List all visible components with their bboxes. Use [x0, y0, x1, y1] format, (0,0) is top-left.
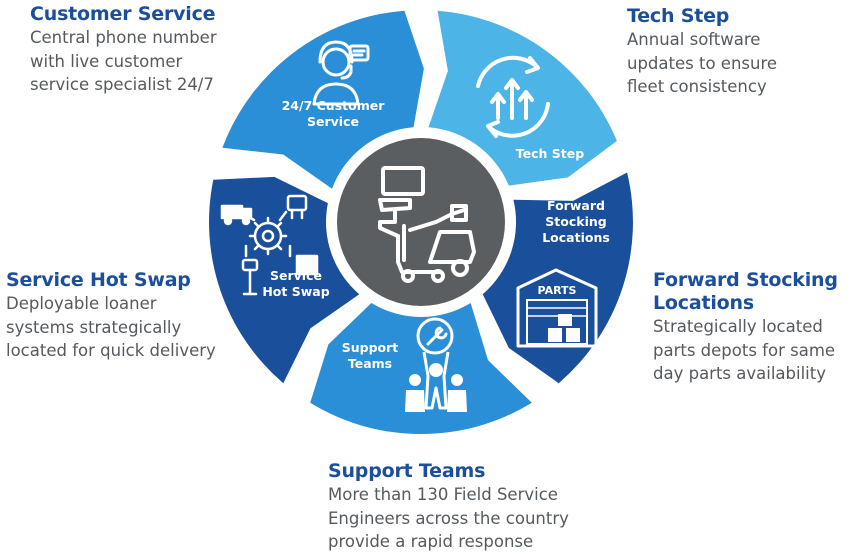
segment-service-hot-swap — [209, 176, 360, 384]
callout-service-hot-swap: Service Hot Swap Deployable loaner syste… — [6, 269, 216, 363]
description-line: Strategically located — [653, 317, 823, 336]
segment-label: Locations — [542, 230, 610, 245]
callout-support-teams: Support Teams More than 130 Field Servic… — [328, 460, 569, 554]
callout-description: Annual software updates to ensure fleet … — [627, 28, 777, 99]
segment-label: Forward — [547, 198, 605, 213]
description-line: Deployable loaner — [6, 294, 157, 313]
segment-label: Teams — [348, 356, 392, 371]
headset-agent-icon — [312, 40, 370, 106]
segment-label: Hot Swap — [262, 284, 329, 299]
segment-label: Service — [270, 268, 322, 283]
callout-tech-step: Tech Step Annual software updates to ens… — [627, 5, 777, 99]
parts-sign: PARTS — [538, 284, 577, 297]
title-line: Locations — [653, 292, 754, 314]
description-line: day parts availability — [653, 364, 827, 383]
segment-customer-service — [222, 10, 424, 189]
description-line: More than 130 Field Service — [328, 485, 558, 504]
callout-title: Support Teams — [328, 460, 486, 482]
description-line: Annual software — [627, 30, 761, 49]
callout-title: Forward Stocking Locations — [653, 269, 838, 315]
center-circle — [337, 138, 505, 306]
parts-warehouse-icon: PARTS — [516, 268, 598, 348]
description-line: Central phone number — [30, 28, 217, 47]
callout-customer-service: Customer Service Central phone number wi… — [30, 3, 217, 97]
segment-label: Service — [307, 114, 359, 129]
logistics-gear-icon — [220, 194, 319, 296]
segment-support-teams — [310, 303, 532, 435]
description-line: systems strategically — [6, 317, 182, 337]
description-line: provide a rapid response — [328, 532, 534, 551]
segment-label: Tech Step — [516, 146, 584, 161]
callout-forward-stocking: Forward Stocking Locations Strategically… — [653, 269, 838, 386]
description-line: parts depots for same — [653, 340, 836, 360]
segment-label: 24/7 Customer — [282, 98, 386, 113]
update-arrows-icon — [476, 55, 550, 138]
callout-title: Service Hot Swap — [6, 269, 191, 291]
description-line: updates to ensure — [627, 53, 778, 73]
description-line: with live customer — [30, 51, 183, 71]
description-line: located for quick delivery — [6, 341, 216, 360]
callout-description: More than 130 Field Service Engineers ac… — [328, 483, 569, 554]
callout-description: Central phone number with live customer … — [30, 26, 217, 97]
callout-title: Tech Step — [627, 5, 730, 27]
segment-label: Support — [342, 340, 399, 355]
description-line: fleet consistency — [627, 77, 767, 96]
callout-title: Customer Service — [30, 3, 216, 25]
support-team-icon — [405, 317, 467, 412]
title-line: Forward Stocking — [653, 269, 838, 291]
ultrasound-system-icon — [378, 166, 476, 283]
callout-description: Strategically located parts depots for s… — [653, 315, 838, 386]
segment-label: Stocking — [545, 214, 606, 229]
callout-description: Deployable loaner systems strategically … — [6, 292, 216, 363]
description-line: service specialist 24/7 — [30, 75, 214, 94]
description-line: Engineers across the country — [328, 508, 569, 528]
